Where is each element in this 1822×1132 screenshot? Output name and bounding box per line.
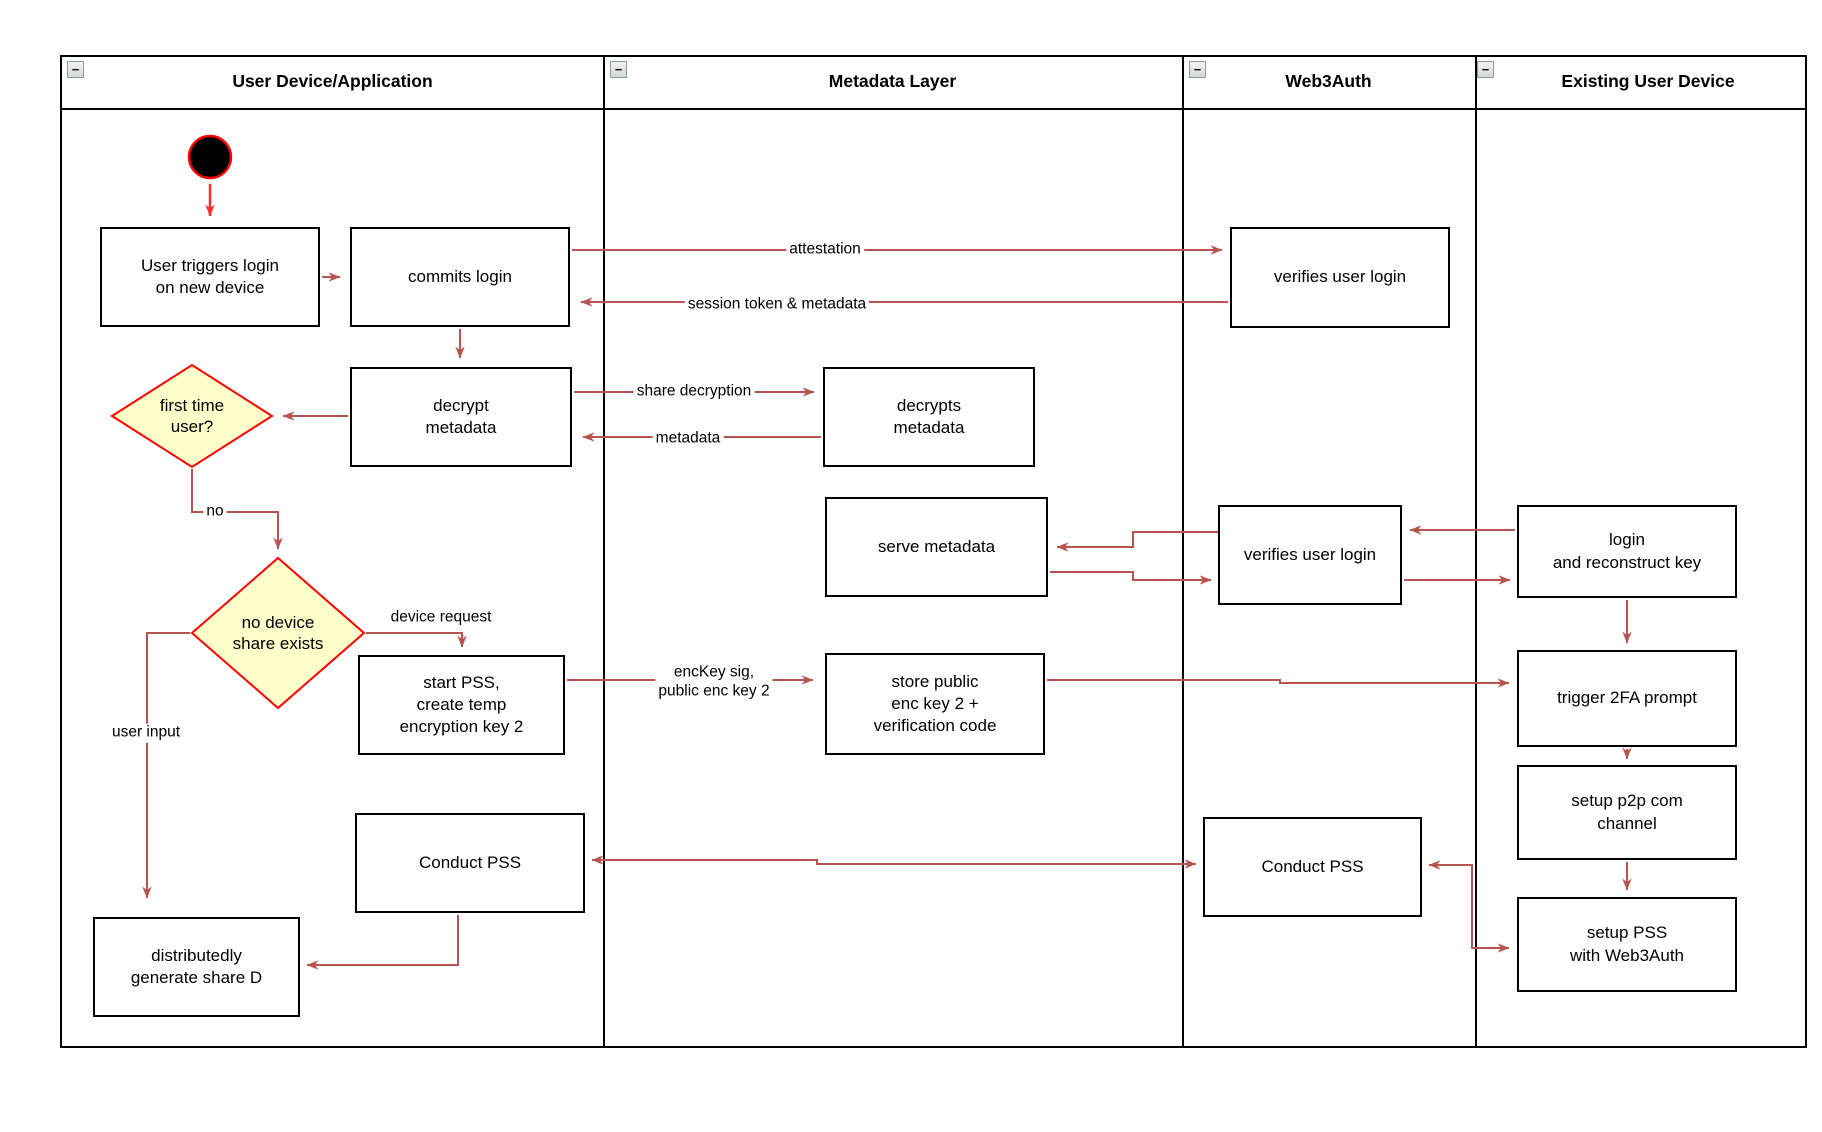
node-setup-pss[interactable]: setup PSS with Web3Auth (1517, 897, 1737, 992)
swimlane-frame (60, 55, 1807, 1048)
edge-label-attestation: attestation (786, 240, 864, 260)
node-decrypts-metadata[interactable]: decrypts metadata (823, 367, 1035, 467)
node-setup-p2p[interactable]: setup p2p com channel (1517, 765, 1737, 860)
lane-header-existing-device[interactable]: Existing User Device (1561, 71, 1735, 91)
lane-divider-3 (1475, 57, 1477, 1046)
node-start-pss[interactable]: start PSS, create temp encryption key 2 (358, 655, 565, 755)
edge-label-enckey: encKey sig, public enc key 2 (655, 663, 773, 701)
node-distributedly-generate[interactable]: distributedly generate share D (93, 917, 300, 1017)
node-commits-login[interactable]: commits login (350, 227, 570, 327)
node-verifies-user-login-2[interactable]: verifies user login (1218, 505, 1402, 605)
collapse-lane-3-button[interactable]: − (1189, 61, 1206, 78)
edge-label-no: no (203, 502, 227, 522)
collapse-lane-2-button[interactable]: − (610, 61, 627, 78)
collapse-lane-4-button[interactable]: − (1477, 61, 1494, 78)
edge-label-device-request: device request (387, 608, 495, 628)
edge-label-metadata: metadata (652, 429, 724, 449)
node-serve-metadata[interactable]: serve metadata (825, 497, 1048, 597)
decision-no-device-share-label: no device share exists (232, 612, 324, 653)
node-store-public-key[interactable]: store public enc key 2 + verification co… (825, 653, 1045, 755)
lane-divider-2 (1182, 57, 1184, 1046)
node-user-triggers-login[interactable]: User triggers login on new device (100, 227, 320, 327)
lane-header-user-device[interactable]: User Device/Application (232, 71, 433, 91)
node-login-reconstruct-key[interactable]: login and reconstruct key (1517, 505, 1737, 598)
edge-label-share-decryption: share decryption (633, 382, 755, 402)
node-decrypt-metadata[interactable]: decrypt metadata (350, 367, 572, 467)
lane-header-metadata-layer[interactable]: Metadata Layer (828, 71, 957, 91)
node-trigger-2fa[interactable]: trigger 2FA prompt (1517, 650, 1737, 747)
collapse-lane-1-button[interactable]: − (67, 61, 84, 78)
node-conduct-pss-user[interactable]: Conduct PSS (355, 813, 585, 913)
edge-label-session-token: session token & metadata (684, 295, 870, 315)
decision-first-time-user-label: first time user? (159, 395, 225, 436)
lane-header-web3auth[interactable]: Web3Auth (1285, 71, 1372, 91)
edge-label-user-input: user input (108, 723, 184, 743)
node-verifies-user-login-1[interactable]: verifies user login (1230, 227, 1450, 328)
lane-divider-1 (603, 57, 605, 1046)
swimlane-header-row (62, 57, 1805, 110)
node-conduct-pss-web3auth[interactable]: Conduct PSS (1203, 817, 1422, 917)
